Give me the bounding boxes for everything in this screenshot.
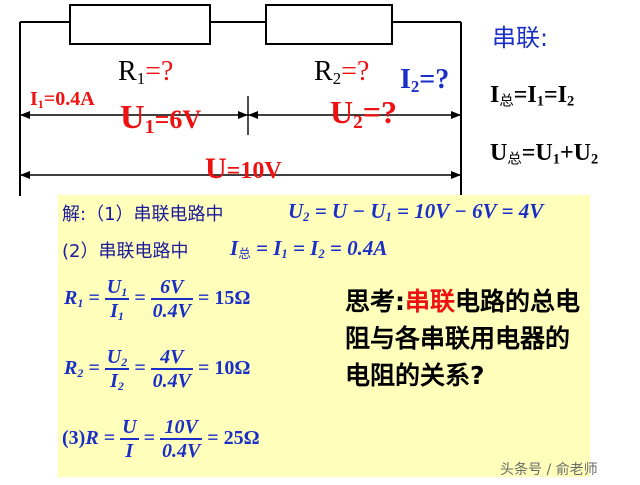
current-rule: I总=I1=I2 <box>490 82 575 110</box>
arrow-u2-left <box>248 111 258 119</box>
step2-prefix: (2）串联电路中 <box>62 241 189 262</box>
r1-label: R1=? <box>118 56 174 89</box>
series-title: 串联: <box>492 24 549 52</box>
r1-fraction-numeric: 6V 0.4V <box>150 276 193 322</box>
arrow-u1-left <box>20 111 30 119</box>
r1-equation: R1 = U1 I1 = 6V 0.4V = 15Ω <box>64 276 251 323</box>
arrow-u-right <box>451 171 461 179</box>
watermark: 头条号 / 俞老师 <box>500 462 598 478</box>
resistor-r2 <box>265 4 393 45</box>
arrow-u2-right <box>451 111 461 119</box>
u2-label: U2=? <box>330 94 397 133</box>
r2-equation: R2 = U2 I2 = 4V 0.4V = 10Ω <box>64 346 251 393</box>
r-fraction-numeric: 10V 0.4V <box>159 416 203 462</box>
r-total-equation: (3)R = U I = 10V 0.4V = 25Ω <box>62 416 260 462</box>
step1-prefix: 解:（1）串联电路中 <box>62 204 224 225</box>
r2-fraction-symbolic: U2 I2 <box>104 346 130 393</box>
r2-fraction-numeric: 4V 0.4V <box>150 346 193 392</box>
arrow-u-left <box>20 171 30 179</box>
voltage-rule: U总=U1+U2 <box>490 140 599 168</box>
step1-equation: U2 = U − U1 = 10V − 6V = 4V <box>288 199 544 225</box>
r2-label: R2=? <box>314 56 370 89</box>
i1-label: I1=0.4A <box>30 88 95 111</box>
resistor-r1 <box>69 4 211 45</box>
u1-label: U1=6V <box>120 99 202 138</box>
arrow-u1-right <box>238 111 248 119</box>
r1-fraction-symbolic: U1 I1 <box>104 276 130 323</box>
step2-equation: I总 = I1 = I2 = 0.4A <box>230 236 388 262</box>
solution-panel <box>58 195 590 477</box>
circuit-diagram <box>19 4 462 196</box>
thinking-question: 思考:串联电路的总电阻与各串联用电器的电阻的关系? <box>345 287 581 390</box>
u-total-label: U=10V <box>205 152 282 185</box>
r-fraction-symbolic: U I <box>120 416 139 462</box>
i2-label: I2=? <box>400 64 450 97</box>
